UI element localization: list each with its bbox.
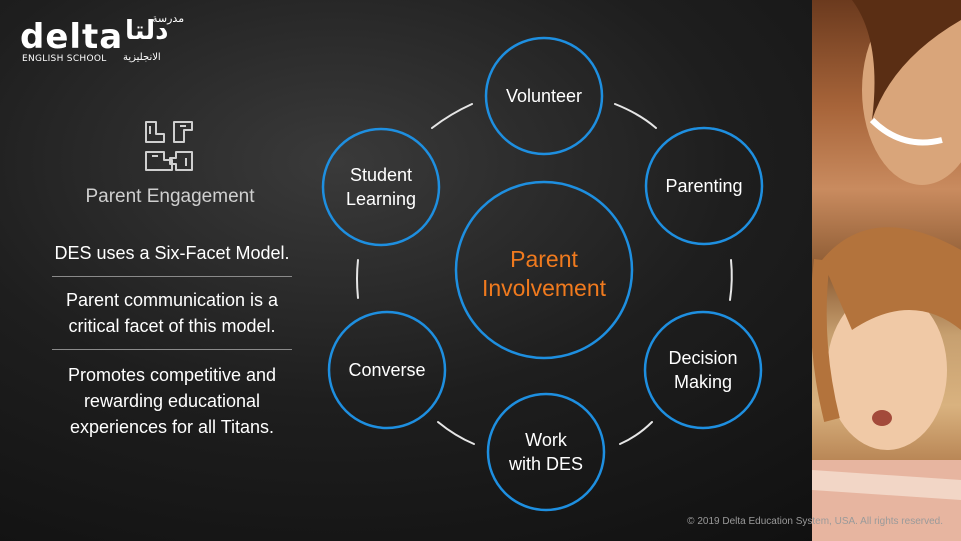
node-label-line: Converse bbox=[348, 360, 426, 380]
section-title: Parent Engagement bbox=[85, 186, 255, 207]
logo-arabic-small: مدرسة bbox=[152, 12, 185, 25]
node-circle-parenting bbox=[644, 126, 764, 246]
connector-arc bbox=[437, 421, 475, 445]
copyright-text: © 2019 Delta Education System, USA. All … bbox=[687, 516, 943, 527]
connector-arc bbox=[614, 103, 657, 129]
family-photo bbox=[812, 0, 961, 541]
center-label-line: Parent bbox=[510, 246, 578, 272]
node-label-line: Student bbox=[349, 165, 413, 185]
six-facet-diagram: Parent Involvement Volunteer Parenting D… bbox=[310, 28, 810, 523]
hands-together-icon bbox=[145, 121, 193, 171]
node-label-line: Making bbox=[673, 372, 733, 392]
connector-arc bbox=[431, 103, 473, 129]
node-label-student-learning: Student Learning bbox=[346, 163, 416, 211]
logo-arabic: دلتا bbox=[125, 16, 169, 46]
fact-item: Promotes competitive and rewarding educa… bbox=[52, 349, 292, 446]
node-circle-decision-making bbox=[643, 310, 763, 430]
center-label: Parent Involvement bbox=[482, 245, 606, 303]
logo-wordmark: delta bbox=[20, 17, 124, 57]
node-circle-volunteer bbox=[484, 36, 604, 156]
node-label-line: Volunteer bbox=[505, 86, 583, 106]
logo-subtitle-arabic: الانجليزية bbox=[123, 52, 161, 63]
node-label-line: Work bbox=[525, 430, 567, 450]
center-label-line: Involvement bbox=[481, 275, 607, 301]
node-circle-work-with-des bbox=[486, 392, 606, 512]
node-label-parenting: Parenting bbox=[665, 174, 742, 198]
node-label-line: Parenting bbox=[665, 176, 743, 196]
node-circle-converse bbox=[327, 310, 447, 430]
node-label-line: with DES bbox=[508, 454, 584, 474]
fact-item: DES uses a Six-Facet Model. bbox=[54, 243, 290, 263]
school-logo: delta مدرسة دلتا ENGLISH SCHOOL الانجليز… bbox=[20, 12, 184, 68]
node-label-line: Learning bbox=[345, 189, 417, 209]
node-label-line: Decision bbox=[668, 348, 738, 368]
facts-list: DES uses a Six-Facet Model. Parent commu… bbox=[52, 240, 292, 446]
node-label-decision-making: Decision Making bbox=[668, 346, 737, 394]
connector-arc bbox=[356, 259, 359, 299]
photo-illustration bbox=[812, 0, 961, 541]
node-label-volunteer: Volunteer bbox=[506, 84, 582, 108]
diagram-shapes bbox=[321, 36, 764, 512]
node-label-converse: Converse bbox=[348, 358, 425, 382]
logo-subtitle: ENGLISH SCHOOL bbox=[22, 54, 107, 64]
node-label-work-with-des: Work with DES bbox=[509, 428, 583, 476]
center-circle bbox=[454, 180, 634, 360]
node-circle-student-learning bbox=[321, 127, 441, 247]
fact-item: Parent communication is a critical facet… bbox=[52, 276, 292, 349]
connector-arc bbox=[619, 421, 653, 445]
connector-arc bbox=[729, 259, 733, 301]
